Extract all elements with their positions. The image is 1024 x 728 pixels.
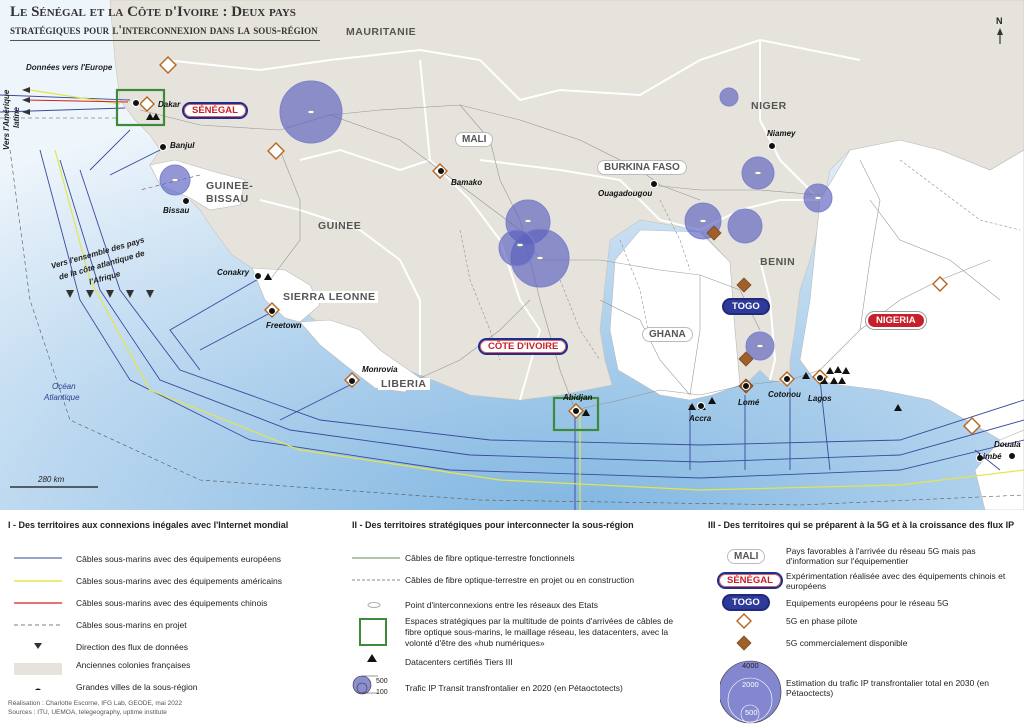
city-label-accra: Accra — [689, 414, 712, 423]
legend-item-fiber-operational: Câbles de fibre optique-terrestre foncti… — [405, 553, 575, 563]
legend-item-5g-european: Equipements européens pour le réseau 5G — [786, 598, 949, 608]
legend-item-traffic-2020: Trafic IP Transit transfrontalier en 202… — [405, 683, 623, 693]
submarine-cables-eu — [0, 94, 1024, 510]
country-label-mauritanie: MAURITANIE — [346, 26, 417, 38]
badge-cote-divoire: CÔTE D'IVOIRE — [478, 338, 569, 355]
legend-item-traffic-2030: Estimation du trafic IP transfrontalier … — [786, 678, 990, 698]
country-label-burkina: BURKINA FASO — [597, 160, 687, 175]
legend-item-5g-favorable: Pays favorables à l'arrivée du réseau 5G… — [786, 546, 976, 566]
interconnection-points — [171, 110, 822, 348]
city-label-limbe: Limbé — [978, 452, 1002, 461]
legend-item-5g-experiment: Expérimentation réalisée avec des équipe… — [786, 571, 1006, 591]
north-label: N — [996, 16, 1003, 26]
map-title-line1: Le Sénégal et la Côte d'Ivoire : Deux pa… — [10, 4, 296, 20]
country-borders — [164, 38, 861, 401]
legend-swatches-1 — [14, 557, 62, 690]
country-label-mali: MALI — [455, 132, 494, 147]
country-label-sierra-leone: SIERRA LEONNE — [280, 291, 379, 303]
map-canvas — [0, 0, 1024, 510]
legend-item-interconnection: Point d'interconnexions entre les réseau… — [405, 600, 598, 610]
datacenter-triangles — [146, 113, 902, 416]
annotation-amerique-1: Vers l'Amérique — [2, 89, 11, 150]
legend-item-fiber-projected: Câbles de fibre optique-terrestre en pro… — [405, 575, 635, 585]
legend-item-flow-direction: Direction des flux de données — [76, 642, 188, 652]
city-label-lagos: Lagos — [808, 394, 832, 403]
city-label-douala: Douala — [994, 440, 1021, 449]
city-label-dakar: Dakar — [158, 100, 181, 109]
legend-badge-senegal: SÉNÉGAL — [717, 572, 783, 589]
city-label-abidjan: Abidjan — [563, 393, 593, 402]
legend-traffic-500: 500 — [376, 678, 388, 685]
city-label-bamako: Bamako — [451, 178, 483, 187]
legend-swatches-2 — [352, 557, 400, 695]
city-label-bissau: Bissau — [163, 206, 190, 215]
city-dots — [132, 99, 1016, 462]
legend-item-cable-projected: Câbles sous-marins en projet — [76, 620, 187, 630]
country-label-benin: BENIN — [760, 256, 796, 268]
annotation-europe: Données vers l'Europe — [26, 63, 113, 72]
city-label-banjul: Banjul — [170, 141, 195, 150]
map-title-line2: stratégiques pour l'interconnexion dans … — [10, 22, 318, 37]
legend-heading-1: I - Des territoires aux connexions inéga… — [8, 520, 289, 530]
legend-badge-togo: TOGO — [722, 594, 770, 611]
credit-author: Réalisation : Charlotte Escorne, IFG Lab… — [8, 700, 183, 707]
legend-item-major-cities: Grandes villes de la sous-région — [76, 682, 198, 692]
title-divider — [10, 40, 320, 41]
legend-item-5g-commercial: 5G commercialement disponible — [786, 638, 908, 648]
annotation-amerique-2: latine — [12, 107, 21, 128]
legend-item-5g-pilot: 5G en phase pilote — [786, 616, 858, 626]
hub-box-dakar — [115, 88, 166, 127]
annotation-ocean-2: Atlantique — [44, 393, 80, 402]
country-label-ghana: GHANA — [642, 327, 693, 342]
legend-heading-2: II - Des territoires stratégiques pour i… — [352, 520, 634, 530]
flow-arrows — [22, 87, 154, 298]
legend-item-strategic-spaces: Espaces stratégiques par la multitude de… — [405, 616, 674, 648]
legend-heading-3: III - Des territoires qui se préparent à… — [708, 520, 1015, 530]
legend-est-4000: 4000 — [742, 661, 759, 670]
legend-item-former-colonies: Anciennes colonies françaises — [76, 660, 191, 670]
submarine-cables-cn — [24, 99, 129, 103]
country-label-guinee-bissau-2: BISSAU — [206, 193, 249, 205]
legend-est-2000: 2000 — [742, 680, 759, 689]
city-label-niamey: Niamey — [767, 129, 796, 138]
country-label-niger: NIGER — [751, 100, 787, 112]
city-label-lome: Lomé — [738, 398, 760, 407]
traffic-circle-ci-3 — [498, 229, 536, 267]
badge-togo: TOGO — [722, 298, 770, 315]
legend-badge-mali: MALI — [727, 549, 766, 564]
legend-traffic-100: 100 — [376, 689, 388, 696]
legend-est-500: 500 — [745, 708, 758, 717]
traffic-circle-niger-1 — [719, 87, 739, 107]
legend-swatches-3 — [720, 613, 782, 724]
legend-item-cable-eu: Câbles sous-marins avec des équipements … — [76, 554, 282, 564]
credit-sources: Sources : ITU, UEMOA, telegeography, upt… — [8, 709, 167, 716]
legend-item-cable-cn: Câbles sous-marins avec des équipements … — [76, 598, 268, 608]
legend-item-cable-us: Câbles sous-marins avec des équipements … — [76, 576, 282, 586]
badge-senegal: SÉNÉGAL — [182, 102, 248, 119]
legend: I - Des territoires aux connexions inéga… — [0, 516, 1024, 724]
city-label-monrovia: Monrovia — [362, 365, 398, 374]
annotation-scale: 280 km — [38, 475, 65, 484]
badge-nigeria: NIGERIA — [866, 312, 926, 329]
city-label-conakry: Conakry — [217, 268, 250, 277]
traffic-circle-burkina-2 — [727, 208, 763, 244]
country-label-liberia: LIBERIA — [378, 378, 430, 390]
city-label-ouagadougou: Ouagadougou — [598, 189, 653, 198]
city-label-freetown: Freetown — [266, 321, 302, 330]
city-label-cotonou: Cotonou — [768, 390, 801, 399]
country-label-guinee-bissau-1: GUINEE- — [206, 180, 254, 192]
hub-box-abidjan — [552, 396, 600, 432]
legend-item-datacenters: Datacenters certifiés Tiers III — [405, 657, 513, 667]
annotation-ocean-1: Océan — [52, 382, 76, 391]
country-label-guinee: GUINEE — [318, 220, 362, 232]
land-ghana — [609, 229, 741, 401]
